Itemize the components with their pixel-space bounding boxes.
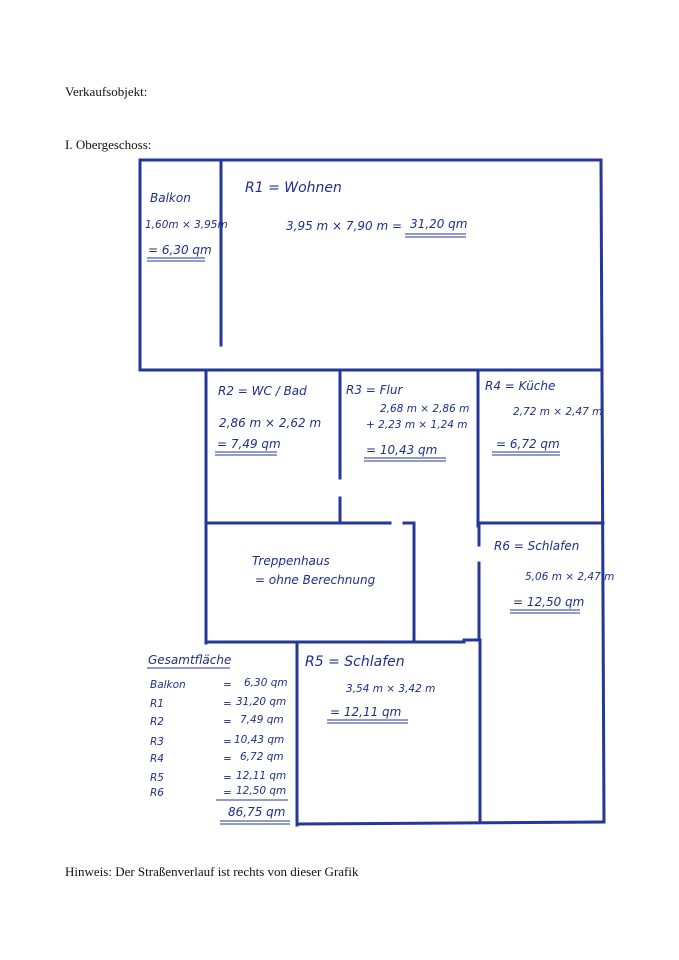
summary-row-value: 31,20 qm xyxy=(236,696,286,708)
summary-row-label: R1 xyxy=(150,698,164,710)
balkon-dims: 1,60m × 3,95m xyxy=(145,219,228,231)
summary-row-label: R4 xyxy=(150,753,164,765)
r2-area: = 7,49 qm xyxy=(217,437,281,451)
plan-walls xyxy=(138,158,606,827)
summary-row-label: Balkon xyxy=(150,679,186,691)
r4-label: R4 = Küche xyxy=(485,379,555,393)
street-note: Hinweis: Der Straßenverlauf ist rechts v… xyxy=(65,864,359,879)
balkon-area: = 6,30 qm xyxy=(148,243,212,257)
summary-row-eq: = xyxy=(223,679,232,691)
summary-row-eq: = xyxy=(223,772,232,784)
summary-row-label: R2 xyxy=(150,716,164,728)
summary-row-eq: = xyxy=(223,698,232,710)
r4-dims: 2,72 m × 2,47 m xyxy=(513,406,602,418)
summary-title: Gesamtfläche xyxy=(148,653,231,667)
r6-dims: 5,06 m × 2,47 m xyxy=(525,571,614,583)
summary-row-value: 6,30 qm xyxy=(244,677,288,689)
stair-label: Treppenhaus xyxy=(252,554,330,568)
summary-row-label: R5 xyxy=(150,772,164,784)
summary-row-value: 7,49 qm xyxy=(240,714,284,726)
r2-label: R2 = WC / Bad xyxy=(218,384,307,398)
document-heading: Verkaufsobjekt: xyxy=(65,84,148,99)
r5-area: = 12,11 qm xyxy=(330,705,401,719)
r6-label: R6 = Schlafen xyxy=(494,539,579,553)
summary-row-eq: = xyxy=(223,787,232,799)
summary-row-value: 10,43 qm xyxy=(234,734,284,746)
r5-dims: 3,54 m × 3,42 m xyxy=(346,683,435,695)
r1-area: 31,20 qm xyxy=(410,217,467,231)
summary-row-eq: = xyxy=(223,716,232,728)
balkon-label: Balkon xyxy=(150,191,191,205)
r4-area: = 6,72 qm xyxy=(496,437,560,451)
stair-note: = ohne Berechnung xyxy=(255,573,376,587)
r1-label: R1 = Wohnen xyxy=(245,180,342,196)
area-summary: Gesamtfläche Balkon = 6,30 qm R1 = 31,20… xyxy=(147,653,290,825)
r3-label: R3 = Flur xyxy=(346,383,403,397)
summary-total: 86,75 qm xyxy=(228,805,285,819)
r3-dims-2: + 2,23 m × 1,24 m xyxy=(366,419,468,431)
floor-heading: I. Obergeschoss: xyxy=(65,137,152,152)
summary-row-value: 12,50 qm xyxy=(236,785,286,797)
summary-row-value: 12,11 qm xyxy=(236,770,286,782)
summary-row-label: R3 xyxy=(150,736,164,748)
summary-row-value: 6,72 qm xyxy=(240,751,284,763)
summary-row-label: R6 xyxy=(150,787,164,799)
summary-row-eq: = xyxy=(223,736,232,748)
r3-dims-1: 2,68 m × 2,86 m xyxy=(380,403,469,415)
r6-area: = 12,50 qm xyxy=(513,595,584,609)
r5-label: R5 = Schlafen xyxy=(305,654,405,670)
r2-dims: 2,86 m × 2,62 m xyxy=(219,416,321,430)
r3-area: = 10,43 qm xyxy=(366,443,437,457)
summary-row-eq: = xyxy=(223,753,232,765)
r1-dims: 3,95 m × 7,90 m = xyxy=(286,219,402,233)
